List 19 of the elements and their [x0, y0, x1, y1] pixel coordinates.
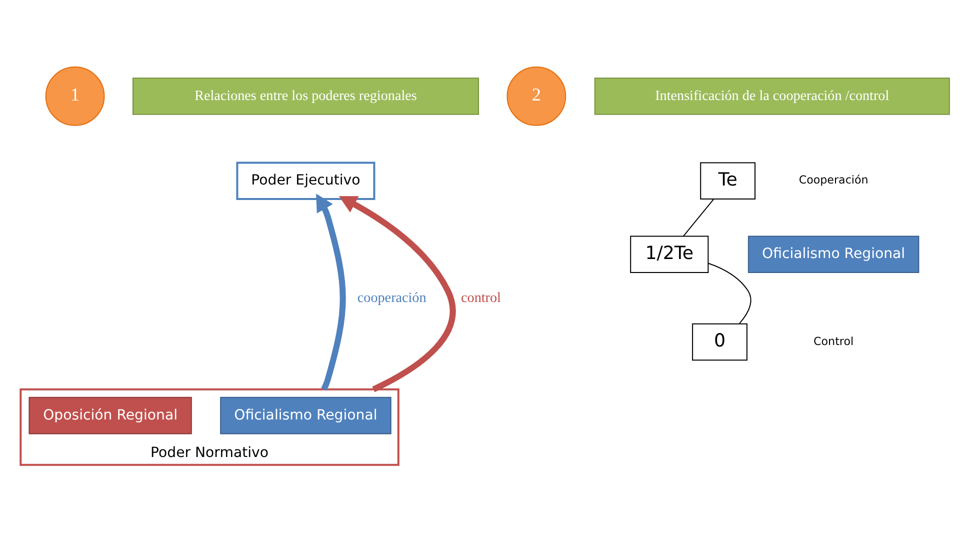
label: Control [814, 334, 854, 348]
node-box: 1/2Te [630, 236, 709, 274]
edge-label: control [461, 290, 501, 306]
node-circle: 1 [45, 66, 105, 126]
connector [683, 198, 714, 237]
arrow [316, 194, 346, 391]
node-box: Oficialismo Regional [748, 236, 920, 274]
node-box: 0 [692, 323, 748, 361]
node-box: Oficialismo Regional [220, 396, 392, 434]
node-circle: 2 [506, 66, 566, 126]
node-box: Poder Ejecutivo [236, 162, 376, 200]
node-box: Relaciones entre los poderes regionales [132, 78, 479, 115]
label: Cooperación [798, 174, 868, 187]
connector [708, 262, 752, 324]
edge-label: cooperación [357, 290, 426, 306]
node-box: Oposición Regional [28, 396, 192, 434]
node-box: Te [700, 162, 756, 200]
arrow [338, 196, 456, 392]
node-box: Intensificación de la cooperación /control [594, 78, 950, 115]
